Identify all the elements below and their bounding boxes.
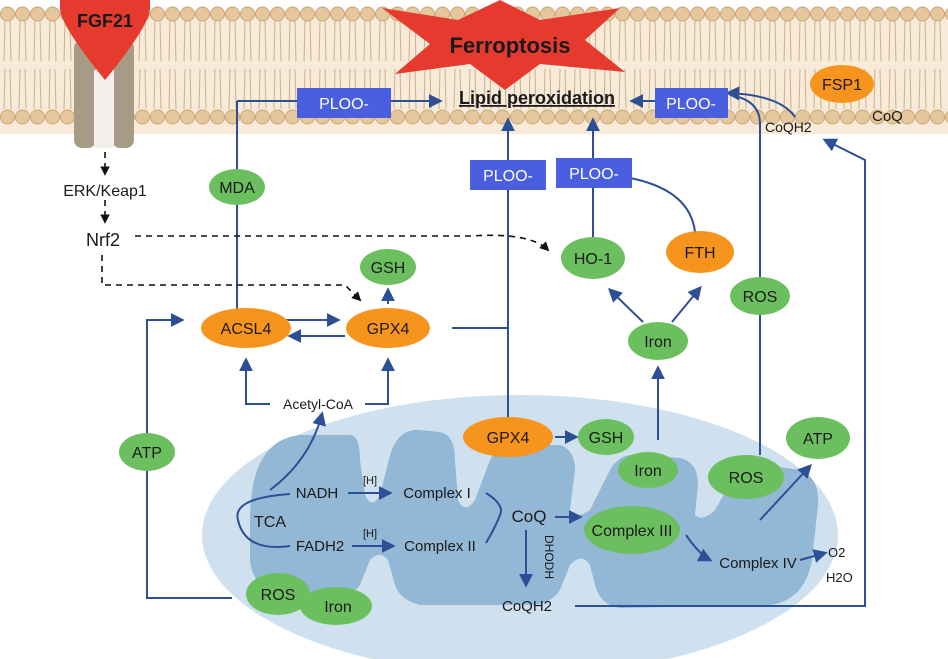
svg-text:MDA: MDA [219, 180, 255, 197]
ploo-left-box: PLOO- [297, 88, 391, 118]
svg-text:ATP: ATP [132, 445, 162, 462]
ploo-right-box: PLOO- [655, 88, 728, 118]
dhodh-label: DHODH [542, 535, 556, 579]
ros-cytosol-node: ROS [730, 277, 790, 315]
erk-keap1-label: ERK/Keap1 [63, 183, 147, 200]
svg-text:Iron: Iron [644, 334, 672, 351]
ros-mito-node: ROS [708, 455, 784, 499]
svg-text:Iron: Iron [634, 463, 662, 480]
coqh2-membrane-label: CoQH2 [765, 119, 812, 135]
lipid-peroxidation-label: Lipid peroxidation [459, 88, 615, 108]
svg-text:ATP: ATP [803, 431, 833, 448]
svg-text:ROS: ROS [729, 470, 764, 487]
complex3-node: Complex III [584, 506, 680, 554]
mda-node: MDA [209, 169, 265, 205]
ros-bottom-label: ROS [261, 587, 296, 604]
fgf21-receptor: FGF21 [60, 0, 150, 148]
connectors [146, 86, 866, 607]
fadh2-label: FADH2 [296, 538, 344, 555]
h-label-1: [H] [363, 475, 377, 487]
svg-text:ROS: ROS [743, 289, 778, 306]
svg-text:PLOO-: PLOO- [319, 96, 369, 113]
svg-text:PLOO-: PLOO- [483, 168, 533, 185]
svg-text:GPX4: GPX4 [367, 321, 410, 338]
svg-text:GSH: GSH [589, 430, 624, 447]
svg-text:GPX4: GPX4 [487, 430, 530, 447]
nadh-label: NADH [296, 485, 339, 502]
ho1-node: HO-1 [561, 237, 625, 279]
svg-text:HO-1: HO-1 [574, 251, 612, 268]
ferroptosis-label: Ferroptosis [449, 33, 570, 58]
iron-mito-node: Iron [618, 452, 678, 488]
fsp1-node: FSP1 [810, 65, 874, 103]
coqh2-mito-label: CoQH2 [502, 598, 552, 615]
iron-cytosol-node: Iron [628, 322, 688, 360]
atp-cytosol-node: ATP [119, 433, 175, 471]
svg-text:Complex III: Complex III [592, 523, 673, 540]
coq-membrane-label: CoQ [872, 108, 903, 125]
svg-text:GSH: GSH [371, 260, 406, 277]
nrf2-pathway-arrows [100, 152, 550, 302]
atp-mito-node: ATP [786, 417, 850, 459]
complex1-label: Complex I [403, 485, 471, 502]
ros-iron-bottom-node: ROS Iron [246, 573, 372, 625]
svg-text:PLOO-: PLOO- [569, 166, 619, 183]
svg-text:FTH: FTH [684, 245, 715, 262]
acsl4-node: ACSL4 [201, 308, 291, 348]
svg-text:FSP1: FSP1 [822, 77, 862, 94]
complex2-label: Complex II [404, 538, 476, 555]
ferroptosis-burst: Ferroptosis [382, 0, 625, 90]
acetyl-coa-label: Acetyl-CoA [283, 396, 354, 412]
fth-node: FTH [666, 231, 734, 273]
h-label-2: [H] [363, 528, 377, 540]
tca-label: TCA [254, 514, 286, 531]
nrf2-label: Nrf2 [86, 230, 120, 250]
ploo-mid-box: PLOO- [470, 160, 546, 190]
ploo-ho1-box: PLOO- [556, 158, 632, 188]
gsh-cytosol-node: GSH [360, 249, 416, 285]
fgf21-label: FGF21 [77, 11, 133, 31]
gsh-mito-node: GSH [578, 419, 634, 455]
iron-bottom-label: Iron [324, 599, 352, 616]
svg-text:PLOO-: PLOO- [666, 96, 716, 113]
gpx4-mito-node: GPX4 [463, 417, 553, 457]
coq-mito-label: CoQ [512, 507, 547, 526]
o2-label: O2 [828, 545, 845, 560]
gpx4-cytosol-node: GPX4 [346, 308, 430, 348]
h2o-label: H2O [826, 570, 853, 585]
complex4-label: Complex IV [719, 555, 797, 572]
svg-text:ACSL4: ACSL4 [221, 321, 272, 338]
